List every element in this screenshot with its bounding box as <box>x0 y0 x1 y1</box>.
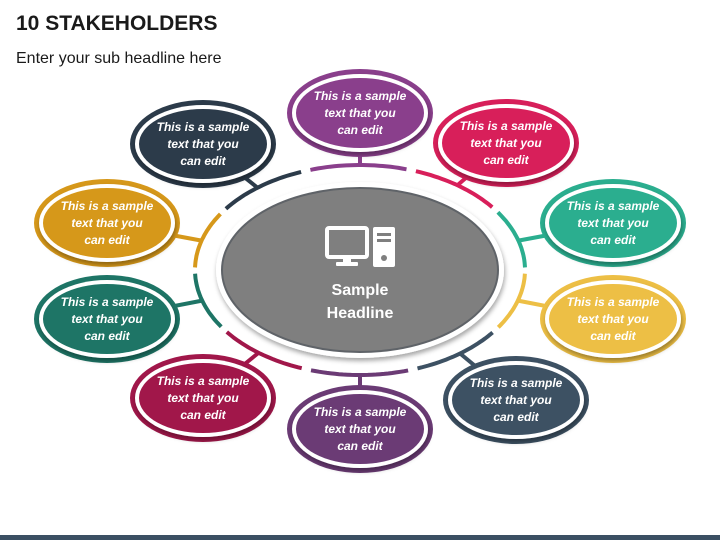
ring-segment-8 <box>193 273 223 329</box>
node-fill <box>296 394 424 464</box>
node-text-line: This is a sample <box>61 295 154 309</box>
node-text-line: This is a sample <box>157 120 250 134</box>
stakeholder-node-4[interactable]: This is a sample text that you can edit <box>540 275 686 363</box>
node-text-line: This is a sample <box>470 376 563 390</box>
node-text-line: can edit <box>180 154 226 168</box>
ring-segment-1 <box>309 163 407 172</box>
stakeholder-node-1[interactable]: This is a sample text that you can edit <box>287 69 433 157</box>
node-text-line: can edit <box>337 439 383 453</box>
node-text-line: text that you <box>577 216 649 230</box>
bottom-bar <box>0 535 720 540</box>
node-text-line: text that you <box>324 106 396 120</box>
node-text-line: can edit <box>84 329 130 343</box>
node-text-line: This is a sample <box>157 374 250 388</box>
node-fill <box>139 109 267 179</box>
node-fill <box>442 108 570 178</box>
page-title: 10 STAKEHOLDERS <box>16 12 218 35</box>
ring-segment-9 <box>193 212 222 268</box>
center-node[interactable]: Sample Headline <box>216 182 504 358</box>
node-text-line: This is a sample <box>314 405 407 419</box>
node-text-line: This is a sample <box>460 119 553 133</box>
center-headline-line1: Sample <box>332 282 389 299</box>
stakeholder-node-9[interactable]: This is a sample text that you can edit <box>34 179 180 267</box>
node-text-line: text that you <box>167 137 239 151</box>
node-text-line: can edit <box>590 233 636 247</box>
ring-segment-6 <box>310 368 409 377</box>
ring-segment-5 <box>417 330 494 371</box>
page-subtitle: Enter your sub headline here <box>16 50 222 67</box>
node-text-line: can edit <box>493 410 539 424</box>
node-text-line: can edit <box>337 123 383 137</box>
node-text-line: This is a sample <box>567 295 660 309</box>
node-text-line: text that you <box>71 216 143 230</box>
node-text-line: This is a sample <box>61 199 154 213</box>
stakeholder-node-3[interactable]: This is a sample text that you can edit <box>540 179 686 267</box>
node-fill <box>296 78 424 148</box>
node-text-line: can edit <box>84 233 130 247</box>
node-text-line: text that you <box>480 393 552 407</box>
node-text-line: text that you <box>470 136 542 150</box>
ring-segment-10 <box>224 169 302 211</box>
node-text-line: text that you <box>324 422 396 436</box>
stakeholder-node-7[interactable]: This is a sample text that you can edit <box>130 354 276 442</box>
node-fill <box>43 284 171 354</box>
stakeholder-node-5[interactable]: This is a sample text that you can edit <box>443 356 589 444</box>
node-text-line: text that you <box>577 312 649 326</box>
node-fill <box>549 188 677 258</box>
node-text-line: text that you <box>167 391 239 405</box>
node-text-line: text that you <box>71 312 143 326</box>
stakeholder-node-2[interactable]: This is a sample text that you can edit <box>433 99 579 187</box>
ring-segment-3 <box>496 210 527 268</box>
node-fill <box>43 188 171 258</box>
node-fill <box>549 284 677 354</box>
ring-segment-4 <box>496 273 527 329</box>
node-fill <box>452 365 580 435</box>
computer-icon <box>325 226 395 267</box>
node-text-line: can edit <box>483 153 529 167</box>
node-text-line: can edit <box>590 329 636 343</box>
node-text-line: This is a sample <box>314 89 407 103</box>
ring-segment-7 <box>225 330 303 371</box>
center-headline-line2: Headline <box>327 305 394 322</box>
stakeholder-node-6[interactable]: This is a sample text that you can edit <box>287 385 433 473</box>
node-text-line: can edit <box>180 408 226 422</box>
node-fill <box>139 363 267 433</box>
stakeholder-node-8[interactable]: This is a sample text that you can edit <box>34 275 180 363</box>
stakeholder-node-10[interactable]: This is a sample text that you can edit <box>130 100 276 188</box>
node-text-line: This is a sample <box>567 199 660 213</box>
